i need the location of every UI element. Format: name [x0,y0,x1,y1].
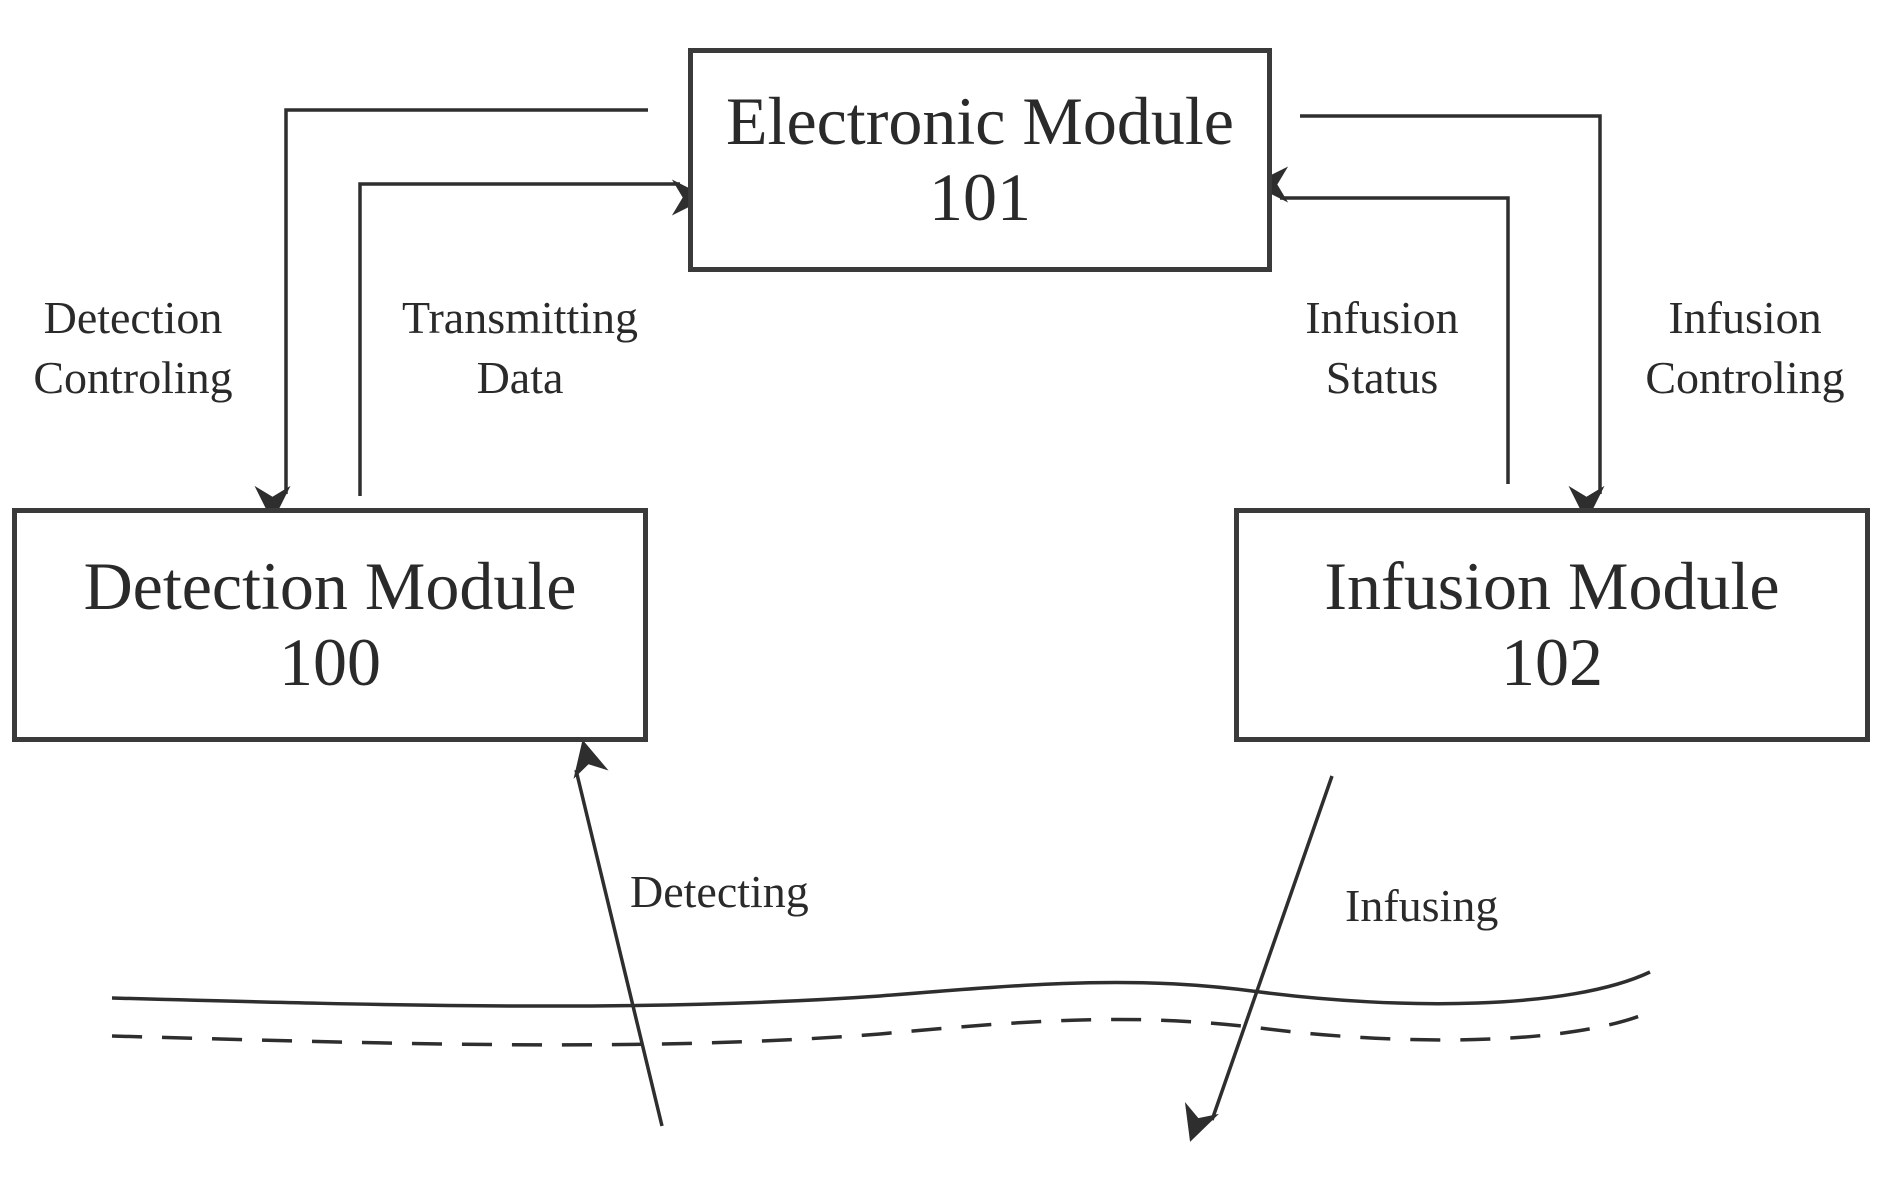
infusion-module-name: Infusion Module [1324,549,1779,624]
detection-module-box: Detection Module 100 [12,508,648,742]
transmitting-data-label-line1: Transmitting [380,288,660,348]
infusion-controlling-label: Infusion Controling [1620,288,1870,408]
infusion-module-box: Infusion Module 102 [1234,508,1870,742]
infusion-module-number: 102 [1501,623,1603,701]
electronic-module-name: Electronic Module [726,84,1234,159]
detecting-arrow [576,770,662,1126]
transmitting-data-label: Transmitting Data [380,288,660,408]
detection-module-name: Detection Module [84,549,577,624]
detection-module-number: 100 [279,623,381,701]
infusion-controlling-label-line1: Infusion [1620,288,1870,348]
body-surface-line [112,972,1650,1006]
electronic-module-box: Electronic Module 101 [688,48,1272,272]
detection-controlling-label-line2: Controling [8,348,258,408]
detection-controlling-label-line1: Detection [8,288,258,348]
transmitting-data-label-line2: Data [380,348,660,408]
body-inner-dashed-line [112,1012,1650,1045]
infusion-status-label-line2: Status [1282,348,1482,408]
infusion-controlling-label-line2: Controling [1620,348,1870,408]
infusion-status-label: Infusion Status [1282,288,1482,408]
detection-controlling-label: Detection Controling [8,288,258,408]
infusing-arrow [1212,776,1332,1120]
infusing-label: Infusing [1345,876,1545,936]
detecting-label: Detecting [630,862,850,922]
electronic-module-number: 101 [929,158,1031,236]
infusion-status-label-line1: Infusion [1282,288,1482,348]
